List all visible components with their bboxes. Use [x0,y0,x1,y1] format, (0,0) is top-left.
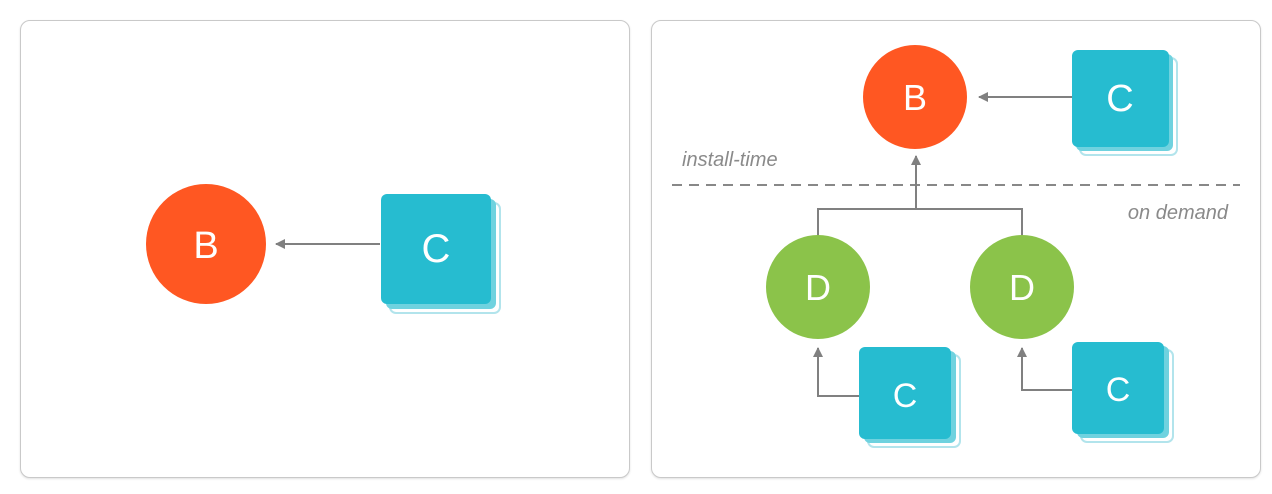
right-module-c-bottom-right-stack: C [1072,342,1174,443]
left-module-c-stack: C [381,194,501,314]
install-time-label: install-time [682,149,778,171]
right-module-c-top-label: C [1106,78,1133,120]
on-demand-label: on demand [1128,202,1229,224]
right-module-b-label: B [903,77,927,118]
left-diagram-panel [20,20,630,478]
left-module-b: B [146,184,266,304]
right-module-d-left-label: D [805,267,831,308]
left-module-c-label: C [422,227,451,271]
right-module-c-bottom-right-label: C [1106,371,1131,409]
right-module-c-top-stack: C [1072,50,1178,156]
right-module-d-right-label: D [1009,267,1035,308]
right-module-d-right: D [970,235,1074,339]
right-arrow-c-to-d-right [1017,347,1072,391]
right-arrow-d-to-b [817,155,1023,236]
left-module-b-label: B [193,225,218,267]
right-module-c-bottom-left-stack: C [859,347,961,448]
right-module-d-left: D [766,235,870,339]
right-arrow-c-to-d-left [813,347,860,397]
right-module-c-bottom-left-label: C [893,377,918,415]
right-module-b: B [863,45,967,149]
